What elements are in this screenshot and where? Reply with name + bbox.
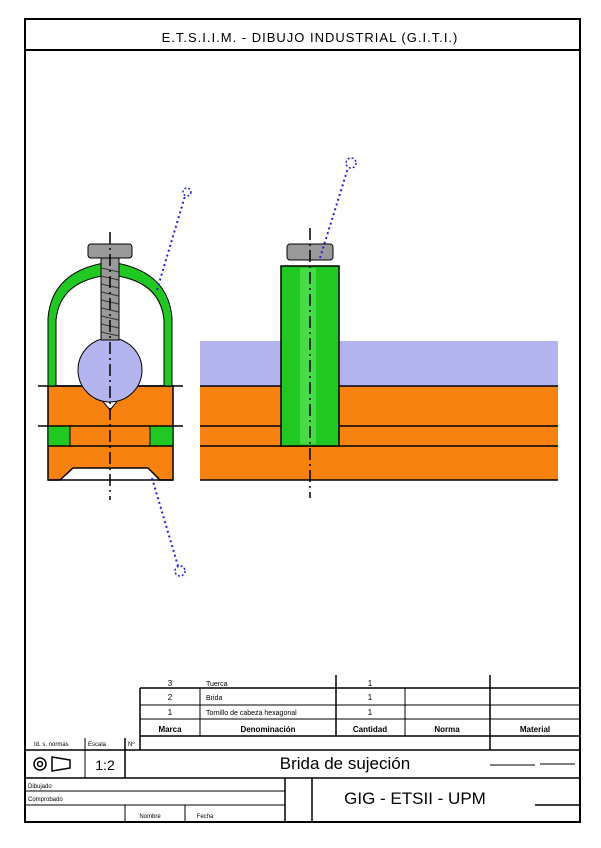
header-title: E.T.S.I.I.M. - DIBUJO INDUSTRIAL (G.I.T.… xyxy=(162,30,459,45)
part-row-1-mark: 3 xyxy=(168,679,173,688)
parts-header-material: Material xyxy=(520,725,550,734)
title-block-lines xyxy=(25,738,580,823)
parts-list-text: 3 Tuerca 1 2 Brida 1 1 Tornillo de cabez… xyxy=(158,679,550,734)
front-flange-highlight xyxy=(300,268,316,444)
leader-line-front xyxy=(319,167,349,259)
leader-line-top-left xyxy=(156,195,186,291)
part-row-2-designation: Brida xyxy=(206,695,222,702)
part-row-3-designation: Tornillo de cabeza hexagonal xyxy=(206,710,297,717)
part-row-1-designation: Tuerca xyxy=(206,681,228,688)
leader-line-bottom-left xyxy=(151,477,179,567)
parts-header-mark: Marca xyxy=(158,725,182,734)
date-label: Fecha xyxy=(197,814,214,820)
number-label: Nº xyxy=(128,741,135,748)
id-standards-label: Id. s. normas xyxy=(34,742,69,748)
side-view xyxy=(38,187,192,577)
leader-balloon-top-left xyxy=(182,187,192,197)
part-row-3-mark: 1 xyxy=(168,708,173,717)
parts-header-quantity: Cantidad xyxy=(353,725,387,734)
drawing-title: Brida de sujeción xyxy=(280,754,410,773)
checked-label: Comprobado xyxy=(28,797,63,803)
parts-list xyxy=(139,675,580,750)
front-base-block xyxy=(200,386,558,480)
flange-foot-right xyxy=(149,425,174,447)
flange-arch xyxy=(47,261,173,387)
title-block-right-marks xyxy=(490,763,575,766)
drawn-label: Dibujado xyxy=(28,784,52,790)
part-row-3-quantity: 1 xyxy=(368,708,373,717)
part-row-2-mark: 2 xyxy=(168,693,173,702)
scale-label: Escala xyxy=(88,742,107,748)
front-view xyxy=(200,157,558,498)
leader-balloon-bottom-left xyxy=(174,565,186,577)
parts-header-standard: Norma xyxy=(434,725,460,734)
shaft-band xyxy=(200,341,558,386)
scale-value: 1:2 xyxy=(95,757,115,773)
flange-foot-left xyxy=(47,425,71,447)
leader-balloon-front xyxy=(345,157,357,169)
organization-name: GIG - ETSII - UPM xyxy=(344,789,486,808)
parts-header-designation: Denominación xyxy=(240,725,295,734)
name-label: Nombre xyxy=(139,814,161,820)
part-row-2-quantity: 1 xyxy=(368,693,373,702)
first-angle-projection-icon xyxy=(33,756,71,772)
part-row-1-quantity: 1 xyxy=(368,679,373,688)
